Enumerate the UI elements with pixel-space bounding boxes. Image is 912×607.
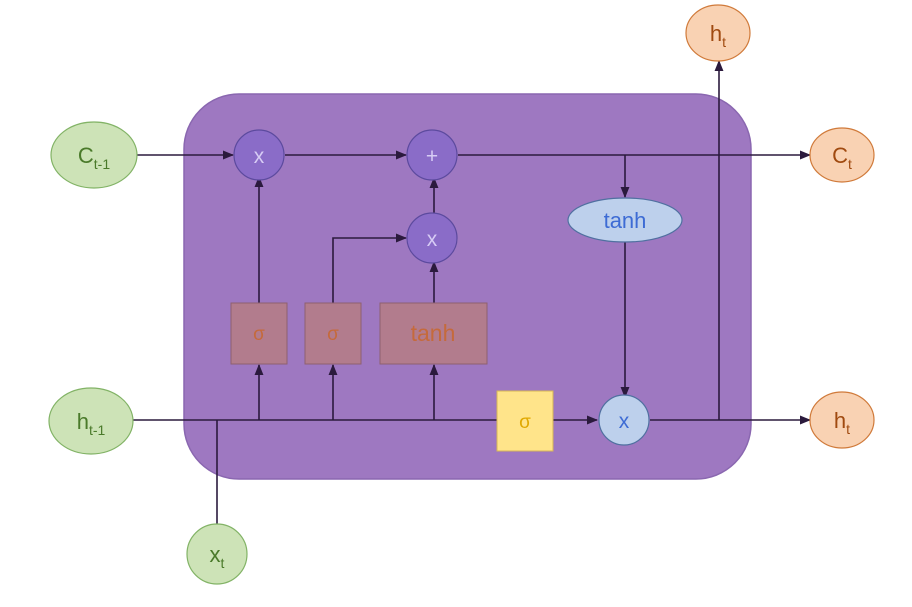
input-multiply-op: x	[406, 212, 458, 264]
h-prev-base: h	[77, 409, 89, 434]
input-multiply-label: x	[427, 228, 438, 251]
c-prev-node: Ct-1	[50, 121, 138, 189]
forget-gate-label: σ	[253, 324, 265, 345]
svg-text:ht: ht	[834, 408, 850, 437]
svg-text:xt: xt	[210, 542, 225, 571]
candidate-gate: tanh	[379, 302, 488, 365]
c-prev-base: C	[78, 143, 94, 168]
forget-gate: σ	[230, 302, 288, 365]
h-t-right-sub: t	[846, 421, 850, 437]
output-gate: σ	[496, 390, 554, 452]
forget-multiply-op: x	[233, 129, 285, 181]
h-prev-node: ht-1	[48, 387, 134, 455]
svg-text:ht-1: ht-1	[77, 409, 106, 438]
input-gate: σ	[304, 302, 362, 365]
x-t-base: x	[210, 542, 221, 567]
add-label: +	[426, 145, 438, 168]
c-t-node: Ct	[809, 127, 875, 183]
h-prev-sub: t-1	[89, 422, 106, 438]
cell-tanh-label: tanh	[604, 208, 647, 233]
svg-text:ht: ht	[710, 21, 726, 50]
c-prev-sub: t-1	[94, 156, 111, 172]
svg-text:Ct-1: Ct-1	[78, 143, 110, 172]
h-t-right-node: ht	[809, 391, 875, 449]
candidate-gate-label: tanh	[411, 320, 456, 346]
input-gate-to-mul	[332, 233, 408, 303]
svg-text:Ct: Ct	[832, 143, 852, 172]
h-t-right-base: h	[834, 408, 846, 433]
add-op: +	[406, 129, 458, 181]
output-multiply-op: x	[598, 394, 650, 446]
x-t-sub: t	[221, 555, 225, 571]
x-t-node: xt	[186, 523, 248, 585]
lstm-cell-body	[183, 93, 752, 480]
h-t-top-base: h	[710, 21, 722, 46]
c-t-sub: t	[848, 156, 852, 172]
h-t-top-node: ht	[685, 4, 751, 62]
c-t-base: C	[832, 143, 848, 168]
h-t-top-sub: t	[722, 34, 726, 50]
connectors	[133, 59, 812, 525]
cell-tanh-op: tanh	[567, 197, 683, 243]
forget-multiply-label: x	[254, 145, 265, 168]
input-gate-label: σ	[327, 324, 339, 345]
output-multiply-label: x	[619, 410, 630, 433]
output-gate-label: σ	[519, 412, 531, 433]
